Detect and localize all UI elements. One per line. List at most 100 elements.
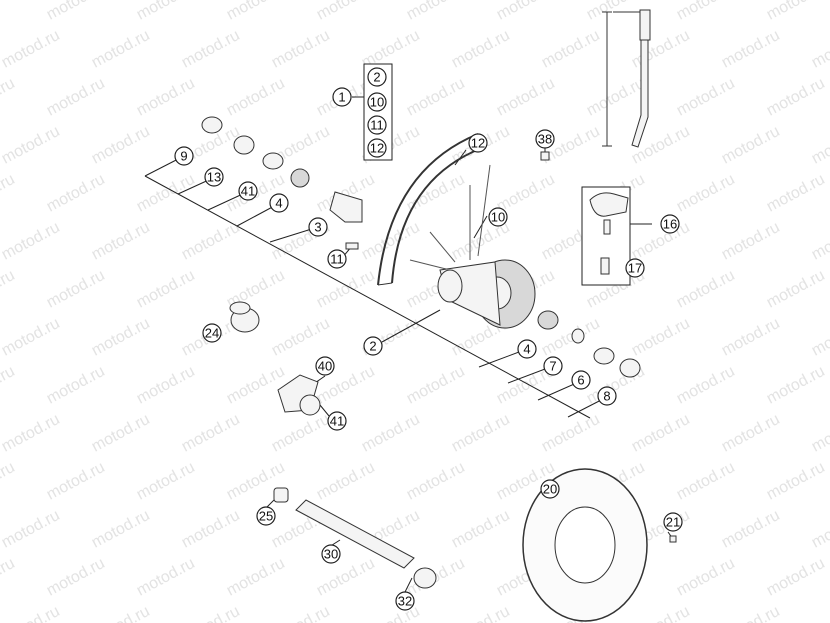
svg-text:8: 8	[603, 389, 610, 404]
watermark-text: motod.ru	[0, 171, 18, 216]
watermark-text: motod.ru	[629, 603, 693, 623]
watermark-text: motod.ru	[314, 459, 378, 504]
callout-21: 21	[663, 512, 683, 532]
watermark-text: motod.ru	[764, 0, 828, 24]
svg-text:10: 10	[491, 210, 505, 225]
watermark-text: motod.ru	[44, 267, 108, 312]
watermark-text: motod.ru	[404, 459, 468, 504]
svg-text:21: 21	[666, 515, 680, 530]
callout-24: 24	[202, 323, 222, 343]
watermark-text: motod.ru	[134, 75, 198, 120]
callout-4: 4	[269, 193, 289, 213]
watermark-text: motod.ru	[224, 0, 288, 24]
watermark-text: motod.ru	[269, 411, 333, 456]
svg-text:4: 4	[523, 342, 530, 357]
callout-6: 6	[571, 370, 591, 390]
callout-20: 20	[540, 479, 560, 499]
callout-7: 7	[543, 356, 563, 376]
watermark-text: motod.ru	[89, 507, 153, 552]
svg-text:20: 20	[543, 482, 557, 497]
callout-4: 4	[517, 339, 537, 359]
watermark-text: motod.ru	[674, 555, 738, 600]
watermark-text: motod.ru	[404, 75, 468, 120]
svg-text:30: 30	[324, 547, 338, 562]
watermark-text: motod.ru	[269, 603, 333, 623]
svg-text:41: 41	[330, 414, 344, 429]
watermark-text: motod.ru	[0, 27, 63, 72]
watermark-text: motod.ru	[0, 123, 63, 168]
svg-text:25: 25	[259, 509, 273, 524]
watermark-text: motod.ru	[134, 363, 198, 408]
callout-16: 16	[660, 214, 680, 234]
watermark-text: motod.ru	[0, 219, 63, 264]
watermark-text: motod.ru	[0, 507, 63, 552]
watermark-text: motod.ru	[629, 27, 693, 72]
callout-30: 30	[321, 544, 341, 564]
watermark-text: motod.ru	[809, 123, 830, 168]
callout-1-item: 12	[367, 138, 387, 158]
watermark-text: motod.ru	[89, 603, 153, 623]
watermark-text: motod.ru	[809, 507, 830, 552]
watermark-text: motod.ru	[809, 315, 830, 360]
svg-text:12: 12	[471, 136, 485, 151]
rim-part	[377, 133, 491, 286]
spoke-part	[602, 9, 651, 148]
callout-1-item: 10	[367, 92, 387, 112]
watermark-text: motod.ru	[494, 0, 558, 24]
watermark-text: motod.ru	[134, 171, 198, 216]
watermark-text: motod.ru	[674, 267, 738, 312]
watermark-text: motod.ru	[719, 507, 783, 552]
watermark-text: motod.ru	[134, 0, 198, 24]
bearing-parts-right	[537, 151, 641, 378]
watermark-text: motod.ru	[719, 27, 783, 72]
watermark-text: motod.ru	[224, 363, 288, 408]
watermark-text: motod.ru	[809, 411, 830, 456]
watermark-text: motod.ru	[44, 555, 108, 600]
watermark-text: motod.ru	[0, 0, 18, 24]
watermark-text: motod.ru	[44, 75, 108, 120]
watermark-text: motod.ru	[0, 75, 18, 120]
hub-part	[437, 259, 536, 329]
callout-9: 9	[174, 146, 194, 166]
watermark-text: motod.ru	[269, 315, 333, 360]
watermark-text: motod.ru	[809, 27, 830, 72]
watermark-text: motod.ru	[269, 27, 333, 72]
watermark-text: motod.ru	[89, 315, 153, 360]
watermark-text: motod.ru	[314, 555, 378, 600]
callout-13: 13	[204, 167, 224, 187]
watermark-text: motod.ru	[89, 123, 153, 168]
svg-text:4: 4	[275, 196, 282, 211]
watermark-text: motod.ru	[449, 603, 513, 623]
watermark-text: motod.ru	[449, 507, 513, 552]
callout-1: 1	[332, 87, 352, 107]
svg-text:1: 1	[338, 90, 345, 105]
svg-text:9: 9	[180, 149, 187, 164]
watermark-text: motod.ru	[179, 411, 243, 456]
watermark-text: motod.ru	[719, 123, 783, 168]
watermark-text: motod.ru	[629, 315, 693, 360]
svg-text:10: 10	[370, 95, 384, 110]
bearing-parts-left	[201, 116, 363, 250]
callout-3: 3	[308, 217, 328, 237]
watermark-text: motod.ru	[404, 0, 468, 24]
watermark-text: motod.ru	[764, 459, 828, 504]
callout-8: 8	[597, 386, 617, 406]
watermark-text: motod.ru	[809, 219, 830, 264]
svg-text:2: 2	[369, 339, 376, 354]
callout-38: 38	[535, 129, 555, 149]
watermark-text: motod.ru	[0, 459, 18, 504]
watermark-text: motod.ru	[764, 267, 828, 312]
watermark-text: motod.ru	[764, 555, 828, 600]
callout-1-item: 2	[367, 67, 387, 87]
svg-text:2: 2	[373, 70, 380, 85]
svg-text:24: 24	[205, 326, 219, 341]
svg-text:11: 11	[330, 252, 344, 267]
watermark-text: motod.ru	[674, 363, 738, 408]
svg-text:41: 41	[241, 184, 255, 199]
watermark-text: motod.ru	[449, 27, 513, 72]
watermark-text: motod.ru	[314, 0, 378, 24]
watermark-text: motod.ru	[719, 219, 783, 264]
watermark-text: motod.ru	[44, 459, 108, 504]
watermark-text: motod.ru	[539, 27, 603, 72]
